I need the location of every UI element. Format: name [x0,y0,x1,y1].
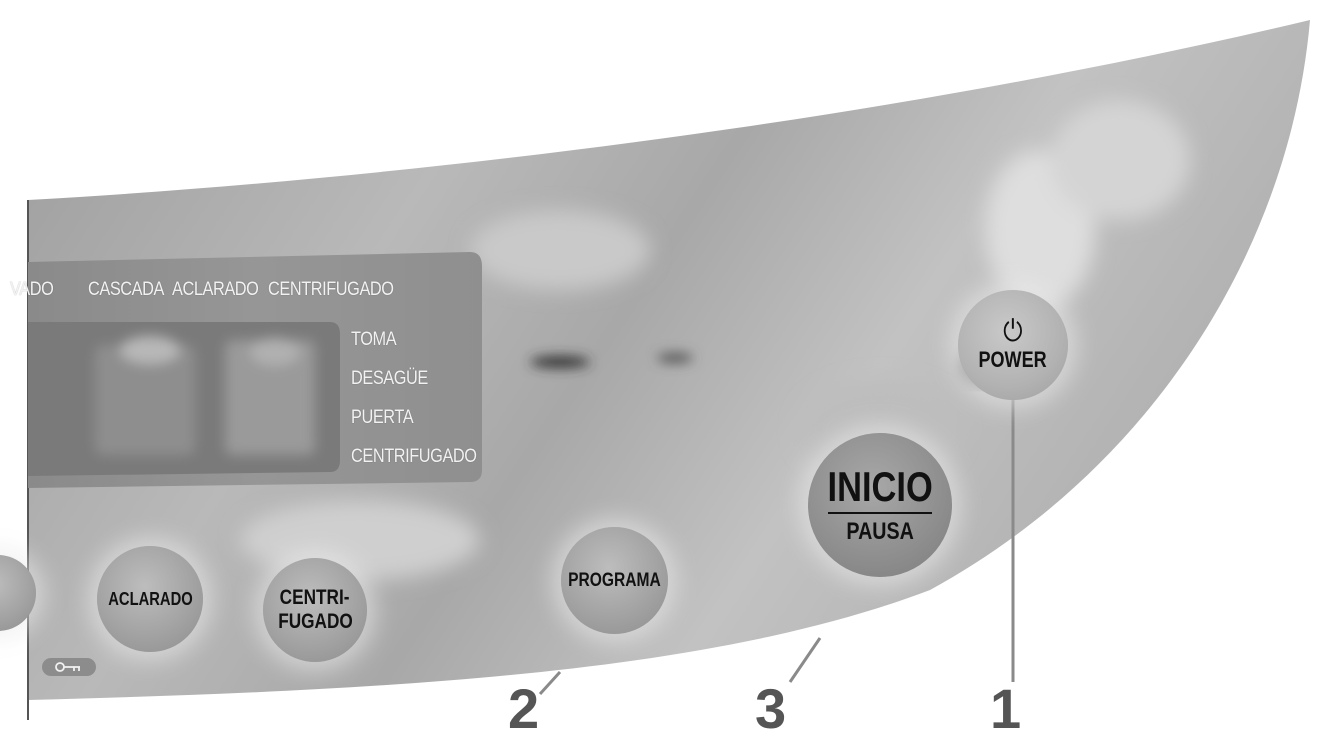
aclarado-button-label: ACLARADO [107,588,193,609]
lcd-digit-glare [95,336,315,455]
status-label-desague: DESAGÜE [351,368,428,389]
cycle-label-aclarado: ACLARADO [172,279,259,300]
programa-button-label: PROGRAMA [568,569,661,591]
aclarado-button[interactable]: ACLARADO [97,546,203,652]
centrifugado-button-label-line1: CENTRI- [280,586,350,610]
cycle-label-centrifugado: CENTRIFUGADO [268,279,394,300]
key-icon [55,662,80,672]
inicio-label: INICIO [827,463,933,510]
callout-number-2: 2 [508,677,540,740]
inicio-pausa-button[interactable]: INICIO PAUSA [808,433,952,577]
cycle-label-cascada: CASCADA [88,279,164,300]
status-label-puerta: PUERTA [351,407,414,428]
inicio-pausa-divider [828,512,932,514]
child-lock-indicator [42,658,96,676]
callout-line-2 [538,670,562,696]
callout-number-1: 1 [990,677,1022,740]
centrifugado-button-label-line2: FUGADO [277,610,353,633]
pausa-label: PAUSA [846,518,914,545]
power-button-label: POWER [978,346,1048,372]
power-icon: ⏻ [1003,313,1023,349]
callout-line-3 [788,637,822,683]
centrifugado-button[interactable]: CENTRI- FUGADO [263,558,367,662]
callout-number-3: 3 [755,677,787,740]
status-label-centrifugado: CENTRIFUGADO [351,446,477,467]
status-label-toma: TOMA [351,329,397,350]
power-button[interactable]: ⏻ POWER [958,290,1068,400]
programa-button[interactable]: PROGRAMA [561,527,668,634]
cycle-label-lavado: VADO [10,279,54,300]
